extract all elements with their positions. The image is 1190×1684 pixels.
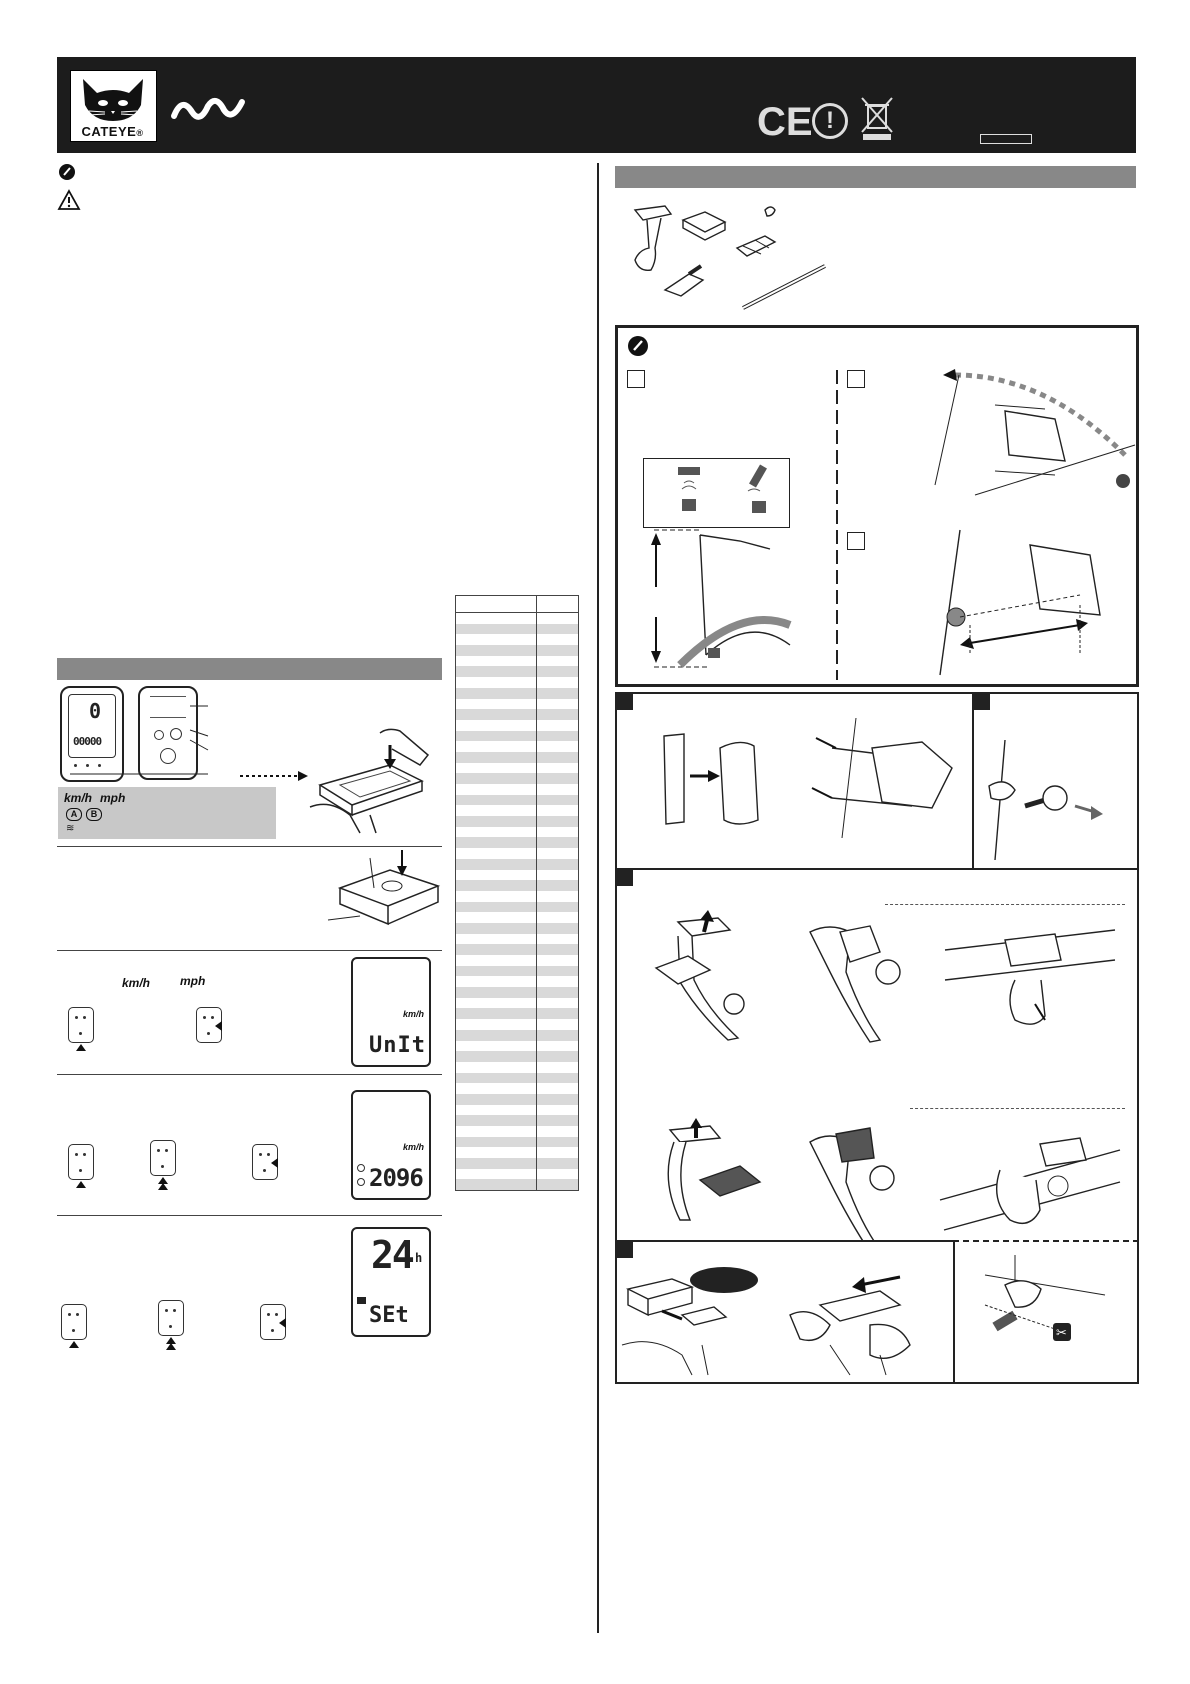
lcd-window: 0 00000	[68, 694, 116, 758]
parts-illustration	[633, 205, 826, 310]
bike-height-illustration	[651, 529, 792, 668]
bracket-stem-mount-illustration	[944, 929, 1116, 1025]
note-icon	[58, 163, 76, 186]
ce-mark-icon: CE	[757, 100, 813, 144]
bracket-handlebar-mount-illustration	[939, 1137, 1121, 1231]
clock-hour-suffix: h	[415, 1251, 423, 1265]
warning-triangle-icon	[57, 189, 81, 216]
step-number-marker	[974, 694, 990, 710]
header-label-box	[980, 134, 1032, 144]
ac-button-diagram	[252, 1144, 278, 1180]
tire-size-table	[455, 595, 579, 1192]
sensor-alignment-illustration	[934, 369, 1136, 496]
kmh-choice-label: km/h	[122, 976, 151, 990]
circ-screen-kmh: km/h	[403, 1142, 425, 1152]
section-bar-installation	[615, 166, 1136, 188]
dotted-arrow	[240, 771, 308, 781]
wave-logo	[171, 92, 245, 127]
dashed-rule	[910, 1108, 1125, 1109]
ac-button-diagram	[260, 1304, 286, 1340]
ac-button-icon	[154, 730, 164, 740]
magnet-orientation-inset	[643, 458, 790, 528]
computer-front-diagram: 0 00000	[60, 686, 124, 782]
exclamation-circle-icon: !	[812, 103, 848, 139]
note-box-2	[847, 370, 865, 388]
step-number-marker	[617, 694, 633, 710]
clock-set-text: SEt	[369, 1303, 409, 1328]
magnet-install-illustration	[988, 739, 1103, 861]
bracket-handlebar-illustration	[667, 1118, 762, 1221]
unit-screen-text: UnIt	[369, 1033, 426, 1058]
dashed-divider	[836, 370, 838, 680]
clock-screen: 24 h SEt	[351, 1227, 431, 1337]
clock-hour: 24	[371, 1233, 415, 1277]
unit-screen-kmh: km/h	[403, 1009, 425, 1019]
computer-slide-illustration	[621, 1278, 728, 1376]
brand-name: CATEYE®	[81, 124, 144, 139]
speech-bubble	[690, 1267, 758, 1293]
mode-hold-button-diagram	[158, 1300, 184, 1350]
step-divider	[57, 950, 442, 951]
svg-text:✂: ✂	[1056, 1326, 1067, 1341]
column-divider	[597, 163, 599, 1633]
clock-icon	[357, 1297, 366, 1304]
step-divider	[57, 846, 442, 847]
header-banner	[57, 57, 1136, 153]
option-a-badge: A	[66, 808, 82, 821]
battery-cover-icon	[170, 728, 182, 740]
unit-info-box: km/h mph A B ≋	[58, 787, 276, 839]
step-number-marker	[617, 870, 633, 886]
circ-screen-value: 2096	[369, 1164, 424, 1192]
option-b-badge: B	[86, 808, 102, 821]
wireless-icon: ≋	[66, 823, 75, 834]
note-box-1	[627, 370, 645, 388]
section-bar-setup	[57, 658, 442, 680]
mode-hold-button-diagram	[150, 1140, 176, 1190]
step-divider	[57, 1215, 442, 1216]
computer-push-illustration	[789, 1275, 911, 1376]
sensor-battery-illustration	[327, 850, 441, 926]
odometer-digits: 00000	[73, 735, 102, 748]
cateye-logo	[70, 70, 157, 142]
computer-back-diagram	[138, 686, 198, 780]
step-number-marker	[617, 1242, 633, 1258]
cut-band-frame	[953, 1240, 1139, 1384]
note-box-3	[847, 532, 865, 550]
sensor-ziptie-illustration	[811, 717, 953, 839]
circumference-screen: km/h 2096	[351, 1090, 431, 1200]
sensor-contact-icon	[160, 748, 176, 764]
mode-button-diagram	[61, 1304, 87, 1348]
registered-mark: ®	[136, 128, 144, 138]
unit-kmh-label: km/h	[64, 791, 93, 805]
speed-digit: 0	[89, 699, 102, 723]
install-computer-illustration	[309, 728, 430, 834]
mode-button-diagram	[68, 1144, 94, 1188]
ac-button-diagram	[196, 1007, 222, 1043]
mph-choice-label: mph	[180, 974, 206, 988]
bracket-stem-illustration	[654, 910, 745, 1041]
sensor-gap-illustration	[939, 529, 1101, 676]
dashed-rule	[885, 904, 1125, 905]
sensor-band-illustration	[663, 733, 759, 825]
callout-lines	[70, 705, 209, 775]
note-icon	[627, 335, 649, 362]
crossed-bin-icon	[860, 96, 894, 147]
bracket-band-handlebar-illustration	[809, 1127, 895, 1253]
step-divider	[57, 1074, 442, 1075]
unit-mph-label: mph	[100, 791, 126, 805]
mode-button-diagram	[68, 1007, 94, 1051]
unit-screen: km/h UnIt	[351, 957, 431, 1067]
cut-excess-illustration: ✂	[984, 1255, 1106, 1341]
step-attach-computer-frame	[615, 1240, 957, 1384]
bracket-band-illustration	[809, 925, 901, 1043]
